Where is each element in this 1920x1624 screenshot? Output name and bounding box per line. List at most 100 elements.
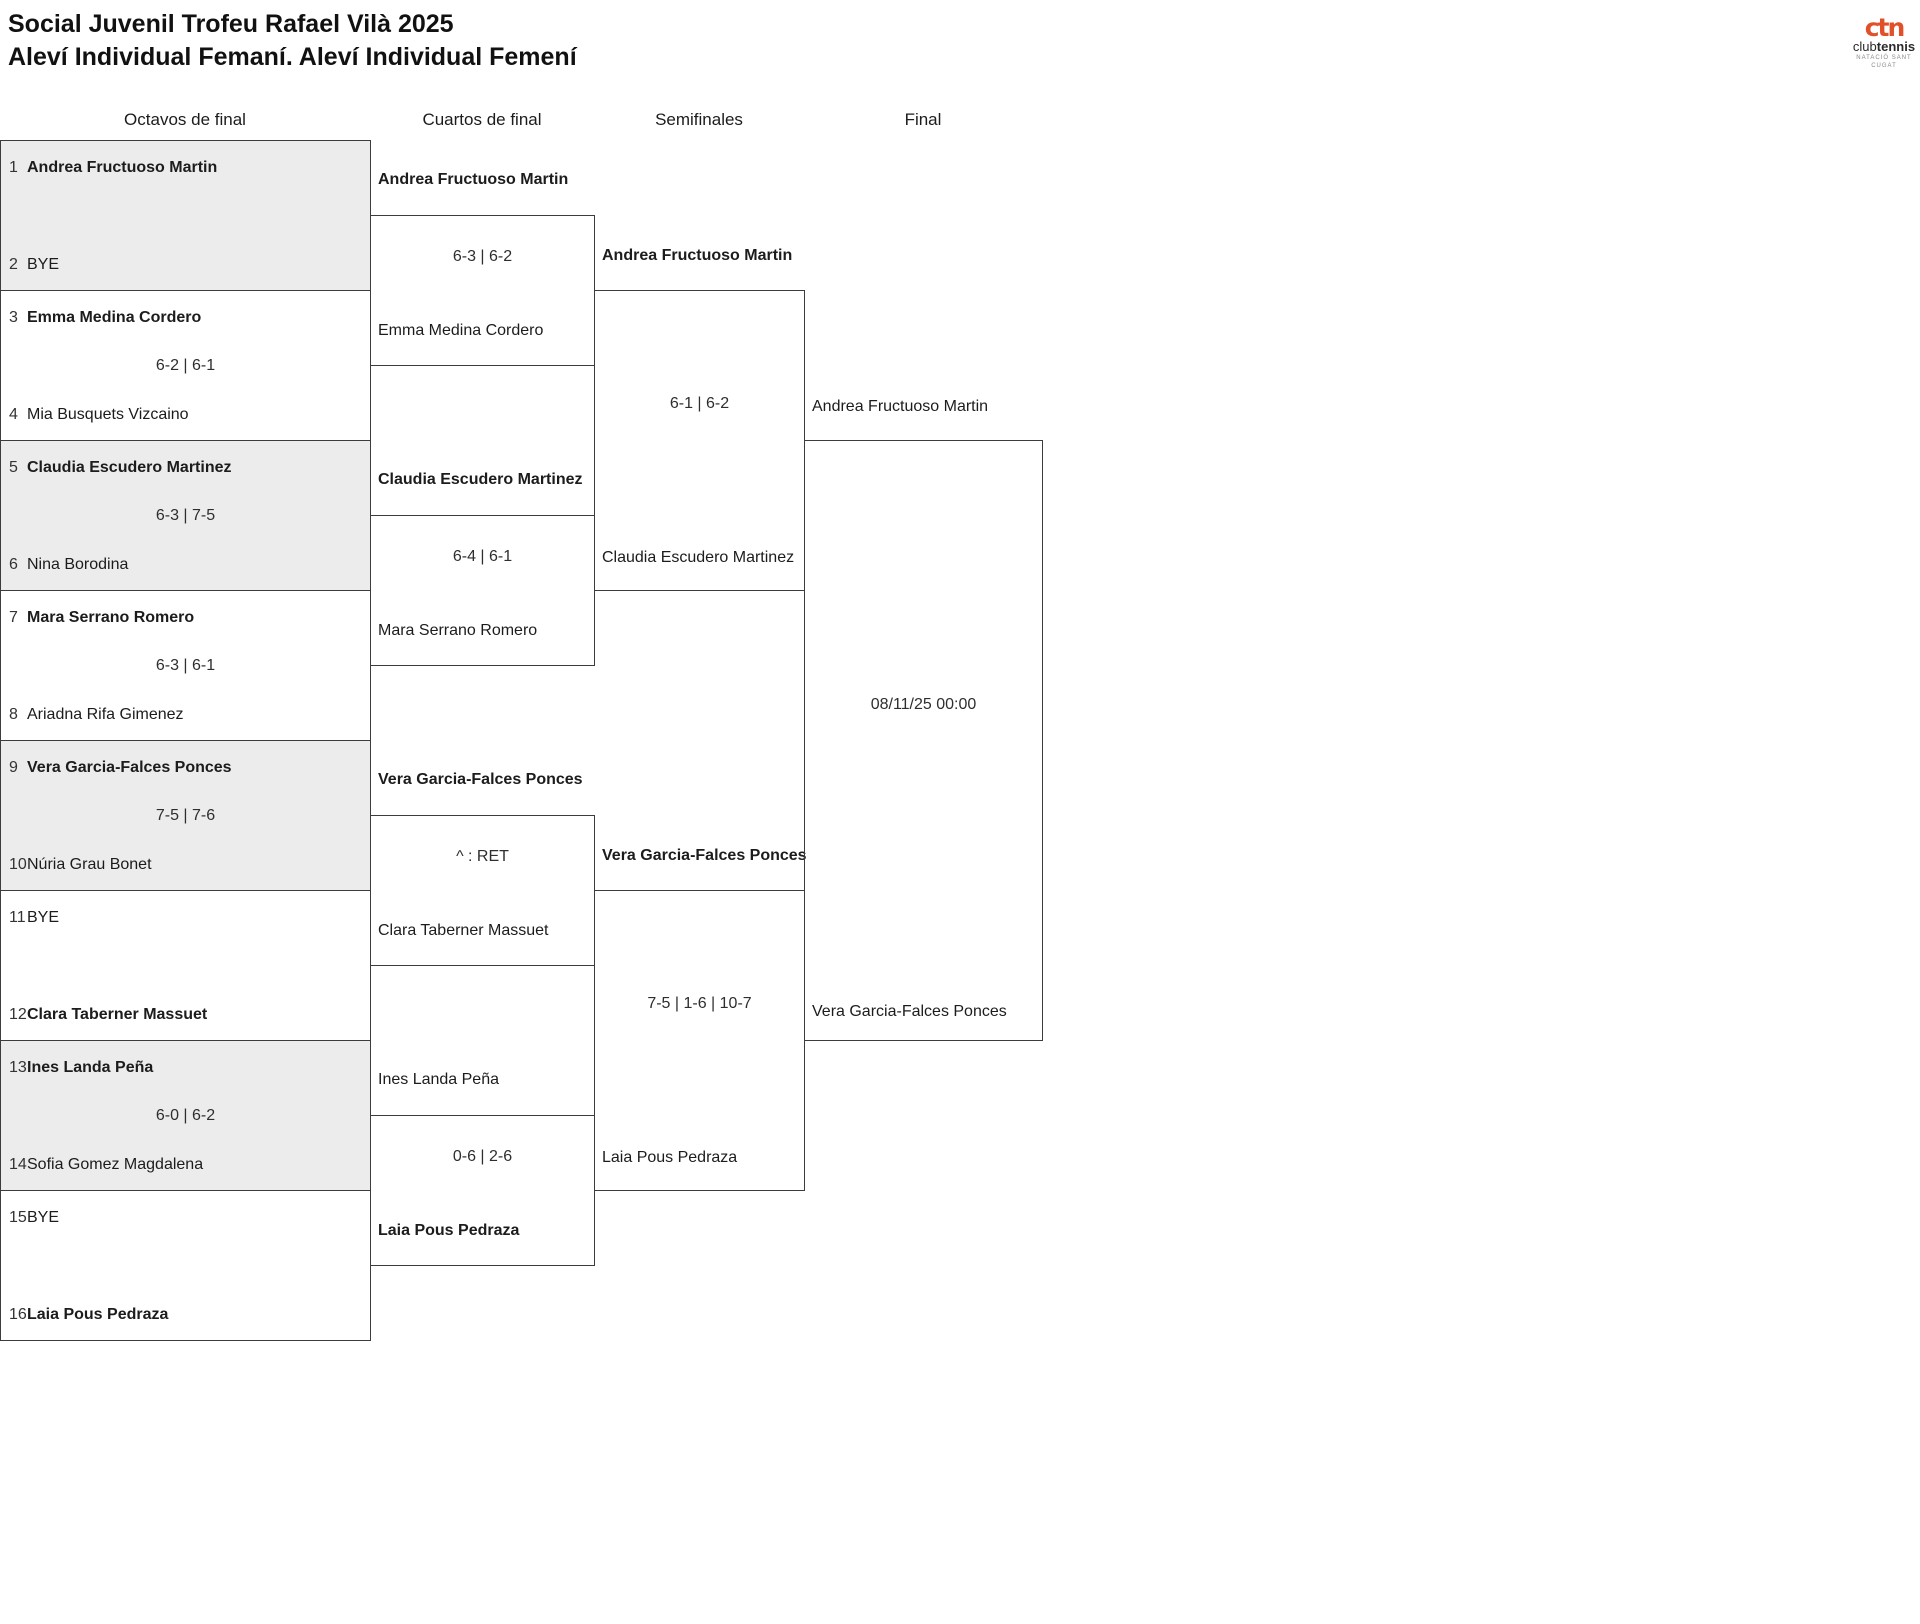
r16-match-4: 7 Mara Serrano Romero 6-3 | 6-1 8 Ariadna …	[0, 590, 371, 741]
page-title: Social Juvenil Trofeu Rafael Vilà 2025	[8, 10, 454, 38]
page-subtitle: Aleví Individual Femaní. Aleví Individua…	[8, 43, 577, 71]
seed-number: 6	[9, 556, 18, 573]
player-slot: 3 Emma Medina Cordero	[9, 306, 201, 330]
player-name: Andrea Fructuoso Martin	[27, 159, 218, 176]
player-name: Ariadna Rifa Gimenez	[27, 706, 184, 723]
seed-number: 14	[9, 1156, 27, 1173]
final-date: 08/11/25 00:00	[870, 696, 977, 713]
player-name: Claudia Escudero Martinez	[378, 471, 583, 488]
match-score	[1, 206, 370, 226]
player-name: Claudia Escudero Martinez	[27, 459, 232, 476]
player-slot: 2 BYE	[9, 253, 59, 277]
qf-match-4: Ines Landa Peña 0-6 | 2-6 Laia Pous Pedr…	[370, 1071, 595, 1266]
player-name: Vera Garcia-Falces Ponces	[812, 1003, 1007, 1020]
player-name: Ines Landa Peña	[378, 1071, 499, 1088]
player-name: Laia Pous Pedraza	[27, 1306, 169, 1323]
player-name: Emma Medina Cordero	[378, 322, 544, 339]
ctn-logo-mark: ctn	[1864, 13, 1906, 42]
player-slot: 4 Mia Busquets Vizcaino	[9, 403, 189, 427]
player-name: Nina Borodina	[27, 556, 129, 573]
final-match: Andrea Fructuoso Martin 08/11/25 00:00 V…	[804, 398, 1043, 1041]
round-header-octavos: Octavos de final	[124, 110, 246, 129]
seed-number: 10	[9, 856, 27, 873]
r16-match-8: 15BYE 16Laia Pous Pedraza	[0, 1190, 371, 1341]
seed-number: 7	[9, 609, 18, 626]
player-name: Mara Serrano Romero	[27, 609, 195, 626]
match-score: 6-0 | 6-2	[155, 1107, 216, 1124]
match-score: 7-5 | 1-6 | 10-7	[647, 995, 752, 1012]
r16-match-7: 13Ines Landa Peña 6-0 | 6-2 14Sofia Gome…	[0, 1040, 371, 1191]
match-score: 6-3 | 6-2	[452, 248, 513, 265]
round-header-cuartos: Cuartos de final	[422, 110, 542, 129]
player-name: Mia Busquets Vizcaino	[27, 406, 189, 423]
player-slot: 9 Vera Garcia-Falces Ponces	[9, 756, 232, 780]
player-slot: 10Núria Grau Bonet	[9, 853, 152, 877]
match-score: 6-3 | 7-5	[155, 507, 216, 524]
player-name: Emma Medina Cordero	[27, 309, 202, 326]
player-name: Andrea Fructuoso Martin	[378, 171, 569, 188]
player-name: Sofia Gomez Magdalena	[27, 1156, 204, 1173]
club-logo[interactable]: ctn clubtennis NATACIÓ SANT CUGAT	[1846, 13, 1920, 70]
player-slot: 11BYE	[9, 906, 59, 930]
match-score: ^ : RET	[456, 848, 509, 865]
seed-number: 8	[9, 706, 18, 723]
player-slot: 12Clara Taberner Massuet	[9, 1003, 207, 1027]
sf-match-2: Vera Garcia-Falces Ponces 7-5 | 1-6 | 10…	[594, 847, 807, 1191]
player-name: Laia Pous Pedraza	[602, 1149, 738, 1166]
player-name: BYE	[27, 909, 60, 926]
player-slot: 7 Mara Serrano Romero	[9, 606, 194, 630]
player-slot: 5 Claudia Escudero Martinez	[9, 456, 232, 480]
match-score	[1, 956, 370, 976]
player-name: Vera Garcia-Falces Ponces	[602, 847, 807, 864]
logo-word-club: club	[1852, 39, 1877, 54]
player-name: Ines Landa Peña	[27, 1059, 154, 1076]
player-name: Clara Taberner Massuet	[27, 1006, 208, 1023]
player-name: Andrea Fructuoso Martin	[602, 247, 793, 264]
player-slot: 8 Ariadna Rifa Gimenez	[9, 703, 184, 727]
round-header-final: Final	[904, 110, 942, 129]
seed-number: 3	[9, 309, 18, 326]
player-slot: 16Laia Pous Pedraza	[9, 1303, 168, 1327]
seed-number: 9	[9, 759, 18, 776]
seed-number: 5	[9, 459, 18, 476]
match-score: 6-4 | 6-1	[452, 548, 513, 565]
round-header-semifinales: Semifinales	[655, 110, 743, 129]
seed-number: 2	[9, 256, 18, 273]
player-slot: 6 Nina Borodina	[9, 553, 128, 577]
seed-number: 15	[9, 1209, 27, 1226]
player-name: Laia Pous Pedraza	[378, 1222, 520, 1239]
player-name: Vera Garcia-Falces Ponces	[27, 759, 232, 776]
logo-tagline: NATACIÓ SANT CUGAT	[1856, 55, 1912, 69]
qf-match-1: Andrea Fructuoso Martin 6-3 | 6-2 Emma M…	[370, 171, 595, 366]
match-score	[1, 1256, 370, 1276]
r16-match-3: 5 Claudia Escudero Martinez 6-3 | 7-5 6 Ni…	[0, 440, 371, 591]
logo-word-tennis: tennis	[1876, 39, 1916, 54]
player-name: Clara Taberner Massuet	[378, 922, 549, 939]
player-name: Vera Garcia-Falces Ponces	[378, 771, 583, 788]
seed-number: 4	[9, 406, 18, 423]
logo-wordmark: clubtennis	[1846, 40, 1920, 54]
match-score: 6-3 | 6-1	[155, 657, 216, 674]
qf-match-2: Claudia Escudero Martinez 6-4 | 6-1 Mara…	[370, 471, 595, 666]
player-slot: 15BYE	[9, 1206, 59, 1230]
seed-number: 16	[9, 1306, 27, 1323]
player-name: Núria Grau Bonet	[27, 856, 152, 873]
player-slot: 13Ines Landa Peña	[9, 1056, 153, 1080]
match-score: 0-6 | 2-6	[452, 1148, 513, 1165]
r16-match-6: 11BYE 12Clara Taberner Massuet	[0, 890, 371, 1041]
sf-match-1: Andrea Fructuoso Martin 6-1 | 6-2 Claudi…	[594, 247, 805, 591]
match-score: 6-2 | 6-1	[155, 357, 216, 374]
player-name: Andrea Fructuoso Martin	[812, 398, 989, 415]
r16-match-2: 3 Emma Medina Cordero 6-2 | 6-1 4 Mia Busq…	[0, 290, 371, 441]
seed-number: 13	[9, 1059, 27, 1076]
match-score: 6-1 | 6-2	[669, 395, 730, 412]
player-name: Claudia Escudero Martinez	[602, 549, 795, 566]
r16-match-5: 9 Vera Garcia-Falces Ponces 7-5 | 7-6 10N…	[0, 740, 371, 891]
match-score: 7-5 | 7-6	[155, 807, 216, 824]
player-name: BYE	[27, 256, 60, 273]
seed-number: 12	[9, 1006, 27, 1023]
qf-match-3: Vera Garcia-Falces Ponces ^ : RET Clara …	[370, 771, 595, 966]
